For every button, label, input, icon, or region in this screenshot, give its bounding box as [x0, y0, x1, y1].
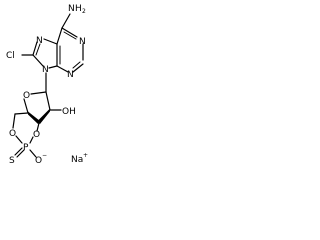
charge-minus: − — [42, 152, 47, 159]
bond-set — [12, 13, 84, 158]
bond-c4p-c5p — [14, 112, 29, 115]
atom-cl: Cl — [6, 51, 15, 61]
atom-s: S — [9, 156, 15, 166]
atom-labels: N H 2 N N N N Cl O OH O O P S O − Na + — [6, 4, 88, 166]
bond-c5p-o5p — [12, 113, 16, 129]
bond-o4p-c4p — [23, 98, 29, 114]
atom-o4: O — [23, 91, 30, 101]
atom-o-minus: O — [35, 156, 42, 166]
bond-c5-n7 — [43, 38, 58, 45]
bond-n9-c4 — [48, 65, 58, 69]
bond-c6-nh2 — [61, 13, 71, 29]
atom-amine-subscript: 2 — [82, 8, 86, 15]
bond-double-c6-n1 — [63, 31, 77, 40]
bond-c1p-o4p — [30, 91, 47, 95]
bond-o5p-p — [15, 135, 23, 144]
charge-plus: + — [83, 152, 88, 159]
bond-double-n7-c8 — [35, 43, 41, 56]
atom-oh: OH — [62, 107, 76, 117]
chemical-structure: N H 2 N N N N Cl O OH O O P S O − Na + — [6, 4, 88, 166]
atom-p: P — [23, 143, 29, 153]
atom-o3: O — [33, 130, 40, 140]
bond-o3p-p — [29, 136, 34, 144]
bond-c1p-c2p — [45, 91, 51, 111]
bond-c8-n9 — [32, 54, 44, 67]
bond-n3-c4 — [56, 65, 69, 73]
bond-p-s-b — [16, 149, 25, 158]
atom-amine-n: N — [68, 4, 75, 14]
atom-n1: N — [79, 37, 86, 47]
bond-p-s-a — [14, 147, 23, 156]
atom-n7: N — [36, 36, 43, 46]
bond-c2p-c3p-bold — [37, 108, 50, 124]
atom-amine-h: H — [75, 4, 82, 14]
bond-double-c2-n3 — [72, 61, 81, 69]
bond-c4p-c3p-bold — [28, 111, 40, 124]
atom-n9: N — [42, 65, 49, 75]
bond-c2-n3 — [72, 63, 84, 73]
bond-p-ominus — [29, 149, 37, 158]
bond-n7-c8 — [32, 41, 38, 56]
atom-n3: N — [67, 70, 74, 80]
bond-c3p-o3p — [36, 122, 40, 132]
bond-c6-n1 — [61, 27, 78, 38]
atom-o5: O — [9, 129, 16, 139]
bond-c5-c6 — [56, 27, 63, 45]
atom-na: Na — [71, 155, 83, 165]
